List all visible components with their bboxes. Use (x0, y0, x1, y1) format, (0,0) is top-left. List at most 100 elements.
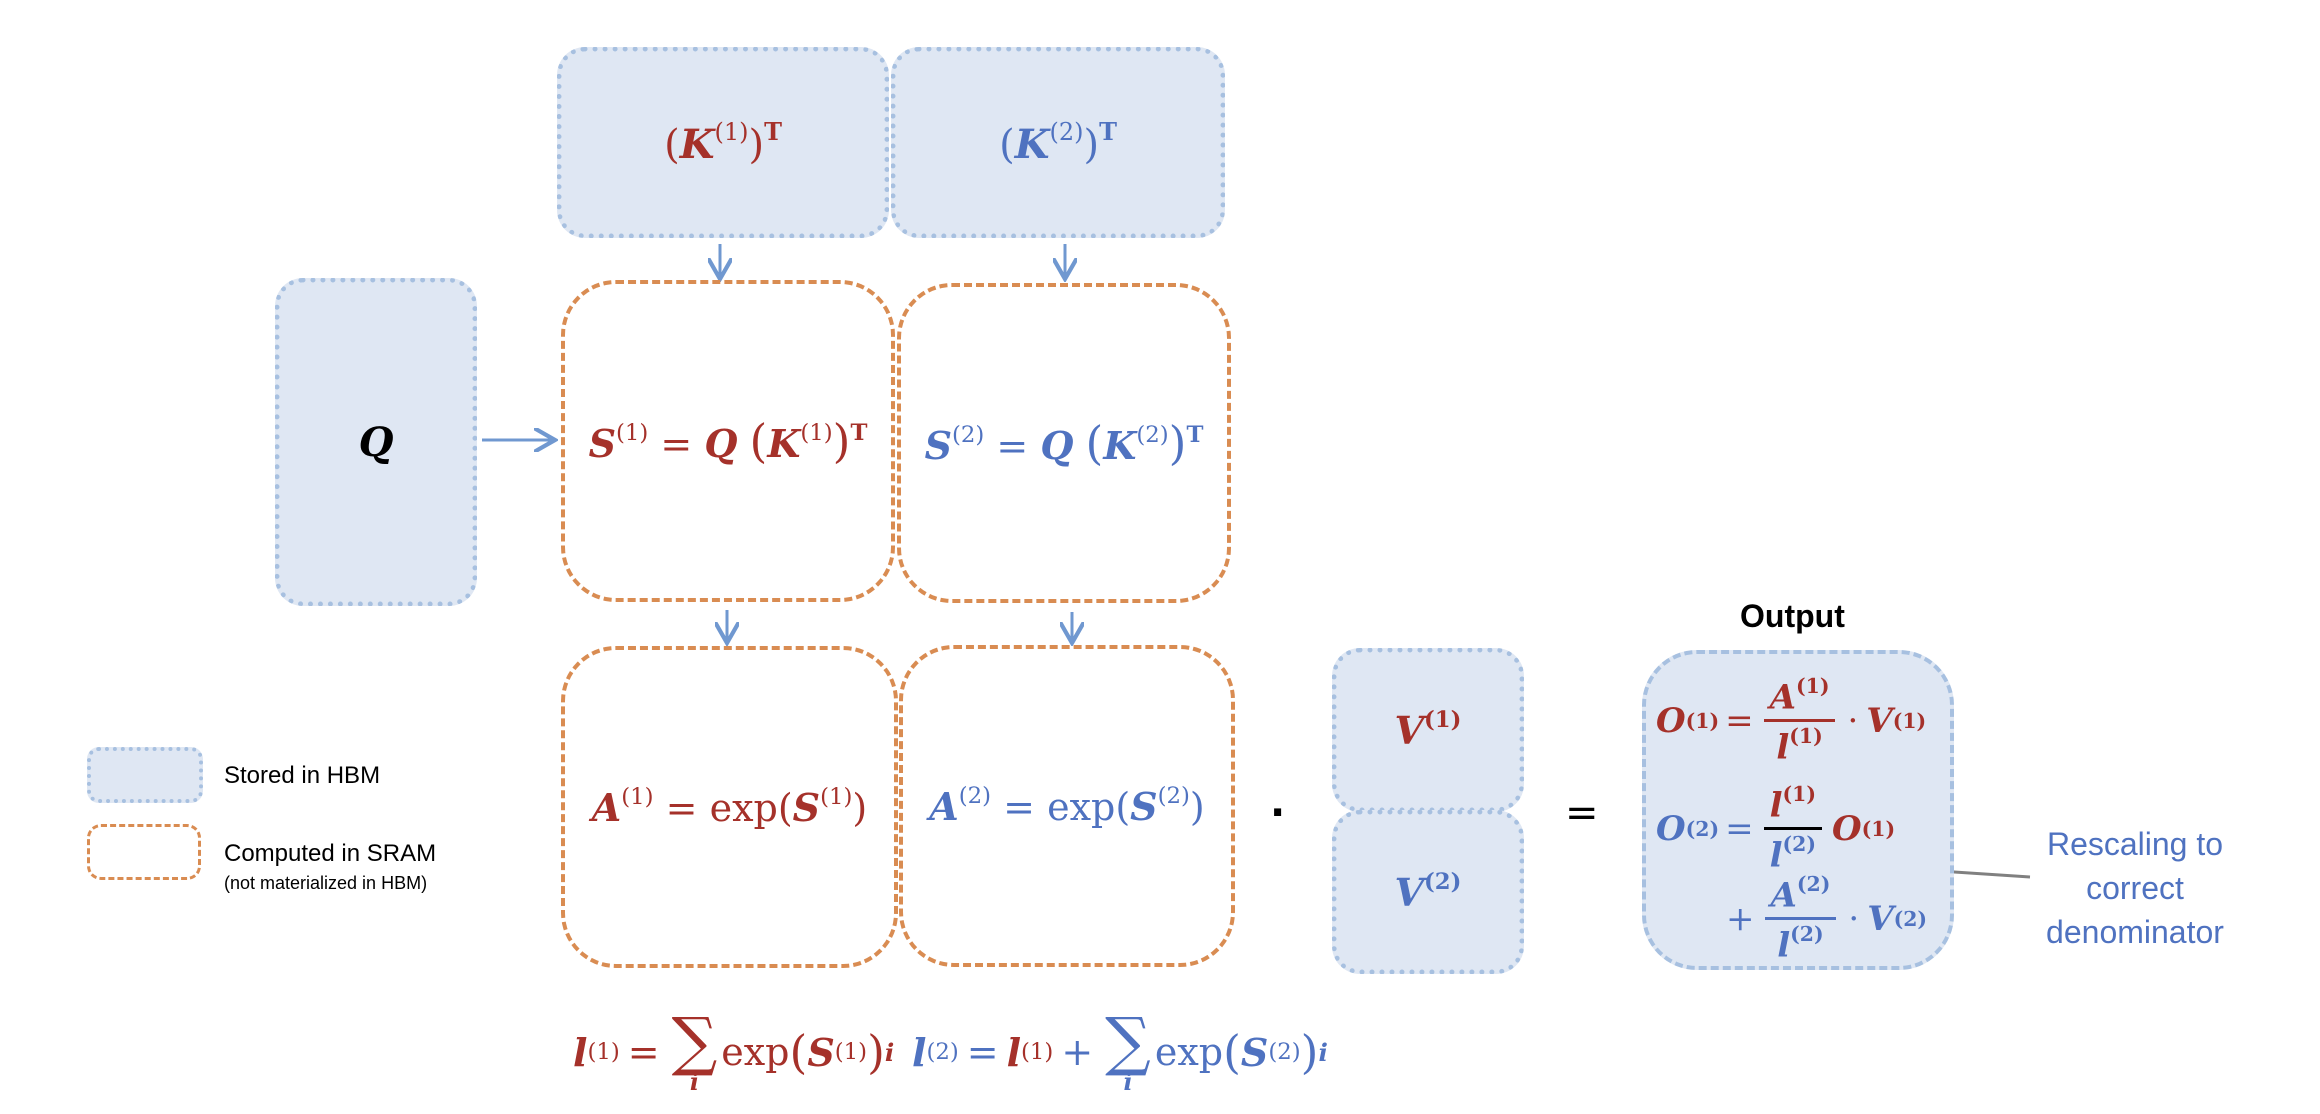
paren: ( (789, 1025, 808, 1079)
o-symbol: O (1832, 808, 1862, 849)
legend-hbm-swatch (87, 747, 203, 803)
legend-sram-sublabel: (not materialized in HBM) (224, 873, 428, 893)
superscript: (1) (1892, 708, 1927, 733)
annotation-line: correct (2086, 870, 2184, 906)
paren: ( (749, 414, 768, 468)
equals-sign: = (665, 786, 698, 831)
k1-block: (K(1))T (557, 47, 889, 238)
equals-operator: = (1565, 790, 1599, 836)
k-symbol: K (679, 121, 715, 168)
superscript: (2) (1790, 922, 1824, 947)
superscript: (2) (1893, 906, 1928, 931)
v1-block: V(1) (1332, 648, 1524, 812)
superscript: (1) (1782, 782, 1817, 806)
o-symbol: O (1656, 808, 1686, 849)
superscript: (2) (958, 782, 992, 809)
s-symbol: S (792, 785, 821, 831)
sum-index: i (689, 1067, 699, 1096)
equals-sign: = (1725, 700, 1754, 741)
paren: ) (832, 414, 851, 468)
fraction-a1-over-l1: A(1) l(1) (1763, 674, 1836, 768)
rescaling-annotation: Rescaling to correct denominator (2030, 822, 2240, 954)
o2-equation-continued: + A(2) l(2) · V(2) (1726, 872, 1927, 966)
superscript: (2) (1685, 816, 1720, 841)
plus-sign: + (1726, 898, 1755, 939)
q-block: Q (275, 278, 477, 606)
l1-equation: l(1) = ∑ i exp(S(1))i (573, 1010, 894, 1094)
superscript: (1) (1796, 674, 1830, 698)
superscript: (1) (1424, 706, 1462, 733)
v1-label: V(1) (1395, 707, 1462, 753)
transpose: T (1186, 421, 1204, 448)
superscript: (2) (1049, 118, 1084, 146)
a-symbol: A (929, 784, 959, 830)
equals-sign: = (996, 423, 1029, 468)
l-symbol: l (1776, 727, 1790, 768)
output-block: O(1) = A(1) l(1) · V(1) O(2) = l(1) l(2)… (1642, 650, 1954, 970)
paren: ( (664, 122, 680, 168)
o1-equation: O(1) = A(1) l(1) · V(1) (1656, 674, 1926, 768)
superscript: (1) (587, 1039, 620, 1065)
v-symbol: V (1867, 898, 1894, 939)
k2-label: (K(2))T (999, 117, 1117, 168)
o2-equation: O(2) = l(1) l(2) O(1) (1656, 782, 1895, 876)
v2-label: V(2) (1395, 869, 1462, 915)
s-symbol: S (924, 422, 953, 468)
superscript: (2) (926, 1039, 959, 1065)
superscript: (1) (1685, 708, 1720, 733)
l-symbol: l (1769, 785, 1783, 826)
equals-sign: = (627, 1030, 660, 1074)
paren: ) (748, 122, 765, 168)
transpose: T (1099, 117, 1117, 146)
fraction-bar (1763, 827, 1823, 831)
annotation-line: Rescaling to (2046, 826, 2224, 862)
s2-block: S(2) = Q (K(2))T (897, 283, 1231, 603)
superscript: (1) (621, 783, 654, 810)
k2-block: (K(2))T (891, 47, 1225, 238)
a1-equation: A(1) = exp(S(1)) (592, 784, 867, 830)
summation: ∑ i (672, 1010, 718, 1094)
superscript: (1) (834, 1039, 868, 1065)
v-symbol: V (1394, 870, 1425, 916)
superscript: (1) (800, 419, 833, 446)
q-symbol: Q (704, 420, 738, 466)
q-label: Q (358, 418, 394, 466)
plus-sign: + (1061, 1030, 1094, 1074)
dot: · (1847, 700, 1859, 741)
k-symbol: K (1014, 121, 1050, 168)
v-symbol: V (1394, 708, 1425, 754)
output-title: Output (1740, 598, 1845, 634)
annotation-line: denominator (2046, 914, 2224, 950)
paren: ) (1189, 785, 1205, 830)
sigma-icon: ∑ (1105, 1005, 1151, 1079)
superscript: (1) (1789, 724, 1823, 749)
s-symbol: S (1240, 1029, 1269, 1075)
superscript: (2) (1796, 872, 1831, 896)
l2-equation: l(2) = l(1) + ∑ i exp(S(2))i (912, 1010, 1328, 1094)
legend-sram-label: Computed in SRAM (224, 840, 437, 867)
paren: ) (852, 786, 868, 831)
l-symbol: l (1777, 925, 1791, 966)
k1-label: (K(1))T (664, 117, 782, 168)
l-symbol: l (912, 1029, 927, 1075)
superscript: (2) (1136, 421, 1169, 448)
paren: ) (867, 1025, 885, 1079)
legend-sram-swatch (87, 824, 201, 880)
fraction-a2-over-l2: A(2) l(2) (1764, 872, 1837, 966)
superscript: (1) (1861, 816, 1896, 841)
exp-function: exp (721, 1030, 790, 1074)
paren: ( (1085, 416, 1104, 470)
superscript: (2) (1424, 868, 1462, 895)
s-symbol: S (807, 1029, 835, 1075)
l-symbol: l (1006, 1029, 1022, 1075)
superscript: (2) (1157, 782, 1190, 809)
subscript: i (1318, 1037, 1328, 1067)
fraction-bar (1763, 719, 1836, 723)
v-symbol: V (1866, 700, 1893, 741)
a2-block: A(2) = exp(S(2)) (899, 645, 1235, 967)
exp-function: exp( (1047, 785, 1131, 830)
superscript: (2) (1268, 1039, 1301, 1065)
o-symbol: O (1656, 700, 1686, 741)
a2-equation: A(2) = exp(S(2)) (929, 783, 1204, 829)
fraction-l1-over-l2: l(1) l(2) (1763, 782, 1823, 876)
